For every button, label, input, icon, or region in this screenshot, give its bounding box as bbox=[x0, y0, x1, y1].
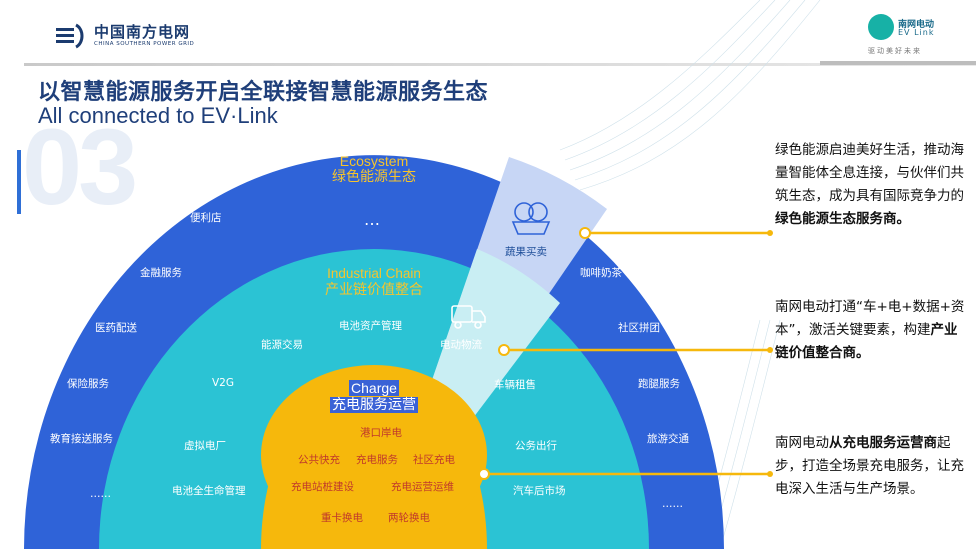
inner-ring-title-cn-text: 充电服务运营 bbox=[330, 397, 418, 413]
middle-right-item: 车辆租售 bbox=[494, 379, 536, 391]
middle-ring-title-en: Industrial Chain bbox=[327, 266, 421, 281]
description-text: 起步，打造全场景充电服务，让充电深入生活与生产场景。 bbox=[775, 435, 964, 497]
description-text: 绿色能源启迪美好生活，推动海量智能体全息连接，与伙伴们共筑生态，成为具有国际竞争… bbox=[775, 142, 964, 204]
middle-wedge-label: 电动物流 bbox=[440, 339, 482, 351]
middle-left-item: V2G bbox=[212, 377, 234, 389]
basket-icon bbox=[511, 202, 551, 235]
csg-logo-cn: 中国南方电网 bbox=[94, 23, 191, 41]
description-bold: 产业链价值整合商。 bbox=[775, 322, 958, 361]
inner-item: 公共快充 bbox=[298, 454, 340, 466]
header-rule-accent bbox=[820, 61, 976, 65]
description-industrial: 南网电动打通“车+电+数据+资本”，激活关键要素，构建产业链价值整合商。 bbox=[775, 296, 965, 365]
outer-ring-title: Ecosystem 绿色能源生态 bbox=[314, 153, 434, 185]
description-text: 南网电动打通“车+电+数据+资本”，激活关键要素，构建 bbox=[775, 299, 965, 338]
csg-logo-en: CHINA SOUTHERN POWER GRID bbox=[94, 41, 195, 47]
inner-ring-title: Charge 充电服务运营 bbox=[314, 380, 434, 413]
middle-ring-title-cn: 产业链价值整合 bbox=[325, 282, 423, 298]
inner-item: 社区充电 bbox=[413, 454, 455, 466]
inner-item: 港口岸电 bbox=[360, 427, 402, 439]
middle-right-item: 汽车后市场 bbox=[513, 485, 566, 497]
middle-left-item: 能源交易 bbox=[261, 339, 303, 351]
description-charge: 南网电动从充电服务运营商起步，打造全场景充电服务，让充电深入生活与生产场景。 bbox=[775, 432, 965, 501]
connectors bbox=[478, 227, 773, 480]
outer-right-item: …… bbox=[662, 498, 683, 510]
description-bold: 绿色能源生态服务商。 bbox=[775, 211, 910, 227]
csg-logo-icon bbox=[56, 23, 84, 49]
outer-right-item: 跑腿服务 bbox=[638, 378, 680, 390]
outer-right-item: 咖啡奶茶 bbox=[580, 267, 622, 279]
middle-ring-title: Industrial Chain 产业链价值整合 bbox=[304, 266, 444, 298]
outer-ring-title-cn: 绿色能源生态 bbox=[332, 169, 416, 185]
ev-link-logo-en: EV Link bbox=[898, 28, 935, 37]
inner-ring-title-en: Charge bbox=[314, 380, 434, 396]
ev-link-logo-icon bbox=[868, 14, 894, 40]
outer-left-item: 医药配送 bbox=[95, 322, 137, 334]
outer-right-item: 社区拼团 bbox=[618, 322, 660, 334]
middle-left-item: 电池全生命管理 bbox=[172, 485, 246, 497]
middle-right-item: 公务出行 bbox=[515, 440, 557, 452]
inner-item: 重卡换电 bbox=[321, 512, 363, 524]
outer-left-item: 便利店 bbox=[190, 212, 222, 224]
header-rule bbox=[24, 63, 976, 66]
description-bold: 从充电服务运营商 bbox=[829, 435, 937, 451]
inner-item: 两轮换电 bbox=[388, 512, 430, 524]
inner-item: 充电站桩建设 bbox=[291, 481, 354, 493]
ev-link-logo: 南网电动 EV Link 驱动美好未来 bbox=[864, 14, 944, 58]
page-title: 以智慧能源服务开启全联接智慧能源服务生态 bbox=[38, 80, 489, 105]
middle-top-item: 电池资产管理 bbox=[339, 320, 402, 332]
outer-left-item: 金融服务 bbox=[140, 267, 182, 279]
outer-left-item: …… bbox=[90, 488, 111, 500]
outer-right-item: 旅游交通 bbox=[647, 433, 689, 445]
outer-left-item: 保险服务 bbox=[67, 378, 109, 390]
middle-left-item: 虚拟电厂 bbox=[184, 440, 226, 452]
description-text: 南网电动 bbox=[775, 435, 829, 451]
inner-item: 充电运营运维 bbox=[391, 481, 454, 493]
header: 中国南方电网 CHINA SOUTHERN POWER GRID 南网电动 EV… bbox=[0, 0, 976, 66]
csg-logo: 中国南方电网 CHINA SOUTHERN POWER GRID bbox=[54, 22, 194, 50]
outer-ring-title-en: Ecosystem bbox=[339, 153, 409, 169]
page-subtitle: All connected to EV·Link bbox=[38, 103, 278, 128]
ev-link-slogan: 驱动美好未来 bbox=[868, 47, 922, 55]
inner-item: 充电服务 bbox=[356, 454, 398, 466]
inner-ring-title-cn: 充电服务运营 bbox=[314, 397, 434, 413]
description-ecosystem: 绿色能源启迪美好生活，推动海量智能体全息连接，与伙伴们共筑生态，成为具有国际竞争… bbox=[775, 139, 965, 231]
outer-ellipsis-top: … bbox=[364, 210, 380, 229]
section-bar bbox=[17, 150, 21, 214]
truck-icon bbox=[451, 305, 486, 329]
ev-link-logo-cn: 南网电动 bbox=[898, 20, 935, 30]
outer-wedge-label: 蔬果买卖 bbox=[505, 246, 547, 258]
outer-left-item: 教育接送服务 bbox=[50, 433, 113, 445]
inner-ring-title-en-text: Charge bbox=[349, 380, 399, 396]
section-number: 03 bbox=[22, 106, 138, 227]
